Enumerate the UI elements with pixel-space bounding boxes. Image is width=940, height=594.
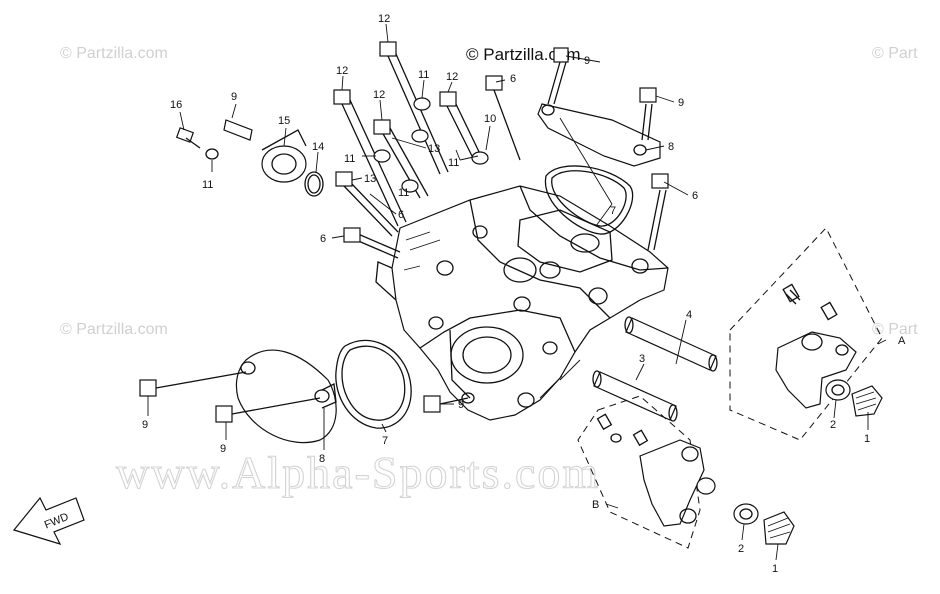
- callout-9: 9: [231, 91, 237, 103]
- callout-1: 1: [772, 563, 778, 575]
- callout-13: 13: [428, 143, 440, 155]
- callout-12: 12: [446, 71, 458, 83]
- callout-4: 4: [686, 309, 692, 321]
- watermark-top-right: © Part: [872, 45, 918, 62]
- callout-11: 11: [398, 187, 409, 199]
- valve-assembly-a: [729, 227, 883, 441]
- callout-9: 9: [142, 419, 148, 431]
- bolts: [139, 41, 669, 423]
- callout-11: 11: [418, 69, 429, 81]
- callout-12: 12: [336, 65, 348, 77]
- callout-labels: 12 12 12 12 11 11 11 11 11 13 13 10 6 6 …: [142, 13, 906, 575]
- callout-2: 2: [830, 419, 836, 431]
- callout-8: 8: [668, 141, 674, 153]
- callout-2: 2: [738, 543, 744, 555]
- reference-b: B: [592, 499, 599, 511]
- tensioner-assembly: [175, 119, 324, 197]
- callout-6: 6: [398, 209, 404, 221]
- leader-lines: [147, 23, 887, 561]
- oil-pipes: [592, 316, 718, 422]
- lower-tappet-cover: [235, 339, 412, 444]
- forward-direction-arrow: FWD: [12, 496, 85, 545]
- callout-8: 8: [319, 453, 325, 465]
- callout-12: 12: [378, 13, 390, 25]
- upper-tappet-cover: [537, 103, 661, 235]
- callout-6: 6: [692, 190, 698, 202]
- cylinder-head-body: [375, 185, 669, 421]
- watermark-top-left: © Partzilla.com: [60, 45, 168, 62]
- callout-3: 3: [639, 353, 645, 365]
- callout-12: 12: [373, 89, 385, 101]
- callout-13: 13: [364, 173, 376, 185]
- callout-14: 14: [312, 141, 324, 153]
- watermark-mid-left: © Partzilla.com: [60, 321, 168, 338]
- watermark-mid-right: © Part: [872, 321, 918, 338]
- callout-9: 9: [458, 399, 464, 411]
- watermark-site: www.Alpha-Sports.com: [116, 447, 600, 498]
- callout-7: 7: [382, 435, 388, 447]
- callout-6: 6: [510, 73, 516, 85]
- callout-6: 6: [320, 233, 326, 245]
- callout-7: 7: [610, 205, 616, 217]
- callout-11: 11: [202, 179, 213, 191]
- callout-9: 9: [584, 55, 590, 67]
- valve-assembly-b: [577, 395, 795, 549]
- callout-9: 9: [220, 443, 226, 455]
- reference-a: A: [898, 335, 906, 347]
- callout-11: 11: [344, 153, 355, 165]
- callout-11: 11: [448, 157, 459, 169]
- callout-1: 1: [864, 433, 870, 445]
- watermark-header: © Partzilla.com: [466, 45, 581, 64]
- callout-10: 10: [484, 113, 496, 125]
- callout-9: 9: [678, 97, 684, 109]
- callout-15: 15: [278, 115, 290, 127]
- callout-16: 16: [170, 99, 182, 111]
